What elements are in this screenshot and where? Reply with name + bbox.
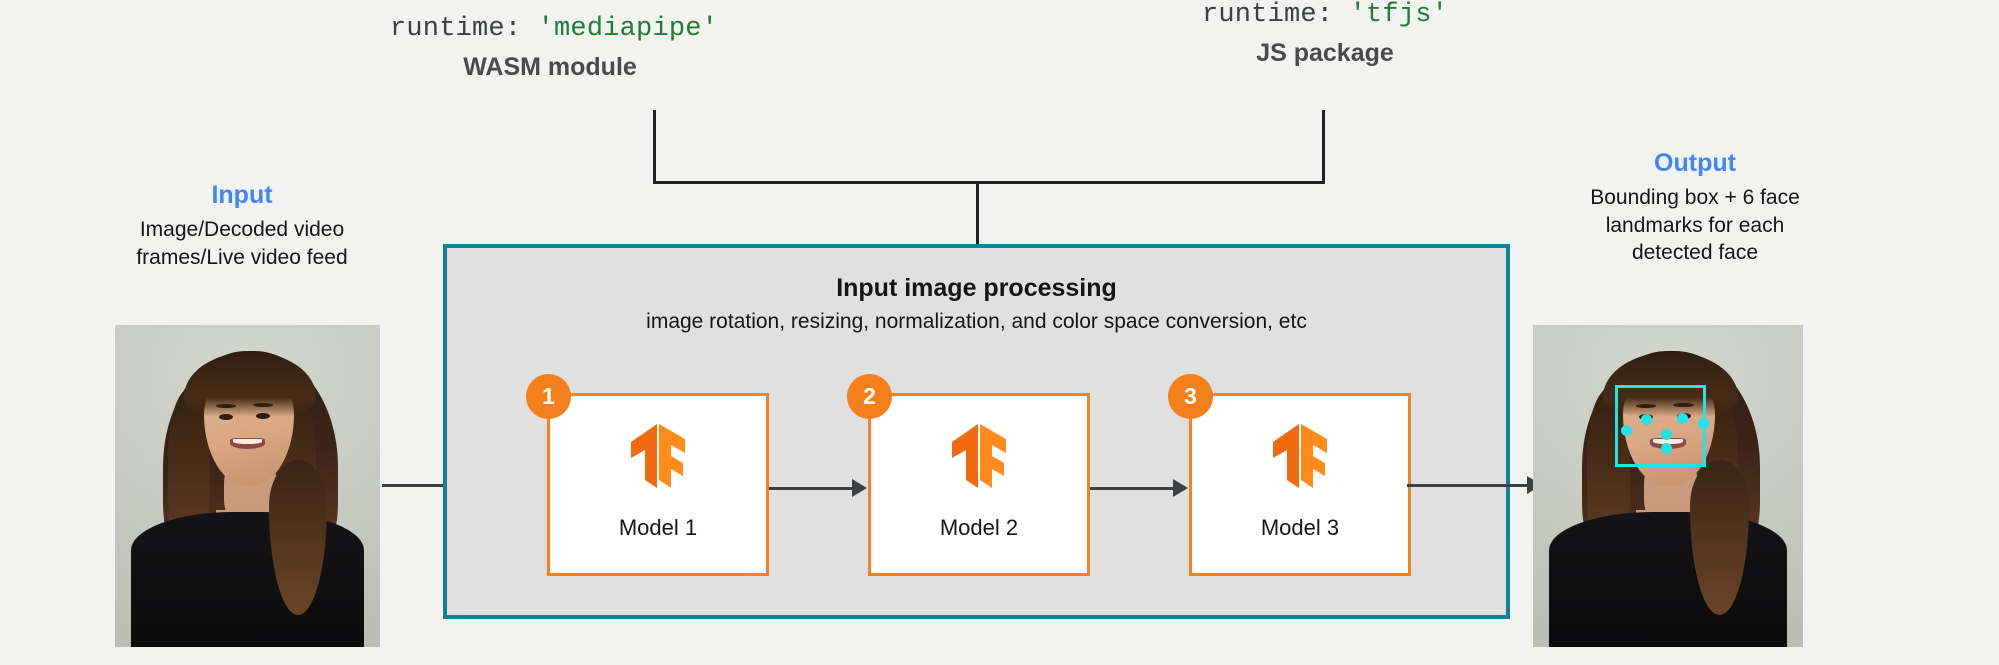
runtime-code-tfjs: runtime: 'tfjs' bbox=[1165, 0, 1485, 30]
model-badge-3: 3 bbox=[1168, 374, 1213, 419]
input-title: Input bbox=[211, 181, 273, 209]
input-photo bbox=[115, 325, 380, 647]
arrow-model1-to-model2-line bbox=[769, 487, 854, 490]
model-box-3[interactable]: Model 3 3 bbox=[1168, 374, 1411, 576]
landmark-eye-left bbox=[1641, 413, 1652, 425]
landmark-nose bbox=[1661, 429, 1673, 440]
model-box-1[interactable]: Model 1 1 bbox=[526, 374, 769, 576]
arrow-model1-to-model2-head bbox=[852, 479, 867, 497]
connector-vertical-left bbox=[653, 110, 656, 184]
eye-right bbox=[255, 412, 270, 419]
panel-title: Input image processing bbox=[836, 274, 1117, 302]
runtime-note-tfjs: runtime: 'tfjs' JS package bbox=[1165, 0, 1485, 68]
output-title: Output bbox=[1654, 149, 1736, 177]
input-label-block: Input Image/Decoded video frames/Live vi… bbox=[97, 180, 387, 271]
tensorflow-logo bbox=[631, 424, 685, 488]
landmark-ear-left bbox=[1620, 424, 1632, 436]
hair-front bbox=[183, 352, 317, 417]
panel-subtitle: image rotation, resizing, normalization,… bbox=[646, 310, 1307, 333]
teeth bbox=[232, 438, 263, 444]
output-description: Bounding box + 6 face landmarks for each… bbox=[1545, 184, 1845, 267]
output-photo bbox=[1533, 325, 1803, 647]
arrow-model2-to-model3-line bbox=[1090, 487, 1175, 490]
input-description-line2: frames/Live video feed bbox=[136, 245, 348, 269]
runtime-code-prefix: runtime: bbox=[1201, 0, 1350, 30]
output-label-block: Output Bounding box + 6 face landmarks f… bbox=[1545, 148, 1845, 267]
model-badge-2: 2 bbox=[847, 374, 892, 419]
tensorflow-logo bbox=[1273, 424, 1327, 488]
connector-horizontal bbox=[653, 181, 1325, 184]
arrow-panel-to-output-line bbox=[1407, 484, 1529, 487]
connector-vertical-drop bbox=[976, 181, 979, 246]
input-description: Image/Decoded video frames/Live video fe… bbox=[97, 216, 387, 271]
model-badge-1: 1 bbox=[526, 374, 571, 419]
shirt bbox=[1549, 511, 1787, 647]
runtime-code-prefix: runtime: bbox=[390, 14, 538, 44]
model-label-2: Model 2 bbox=[939, 515, 1019, 540]
processing-panel: Input image processing image rotation, r… bbox=[443, 244, 1510, 619]
eyebrow-right bbox=[1673, 402, 1694, 408]
landmark-eye-right bbox=[1677, 412, 1689, 424]
eyebrow-left bbox=[215, 403, 236, 409]
landmark-ear-right bbox=[1697, 418, 1709, 430]
eyebrow-right bbox=[252, 402, 273, 408]
teeth bbox=[1653, 438, 1683, 444]
input-description-line1: Image/Decoded video bbox=[139, 218, 345, 241]
runtime-code-value: 'mediapipe' bbox=[537, 14, 719, 44]
eyebrow-left bbox=[1635, 403, 1656, 409]
landmark-mouth bbox=[1661, 443, 1673, 455]
output-description-line1: Bounding box + 6 face bbox=[1590, 186, 1800, 209]
output-description-line3: detected face bbox=[1631, 241, 1759, 265]
tensorflow-logo bbox=[952, 424, 1006, 488]
runtime-note-mediapipe: runtime: 'mediapipe' WASM module bbox=[390, 14, 718, 82]
model-box-2[interactable]: Model 2 2 bbox=[847, 374, 1090, 576]
output-description-line2: landmarks for each bbox=[1605, 213, 1785, 237]
runtime-label-wasm: WASM module bbox=[463, 53, 637, 81]
eye-left bbox=[218, 413, 233, 420]
shirt bbox=[130, 511, 365, 647]
hair-front bbox=[1603, 352, 1739, 417]
connector-vertical-right bbox=[1322, 110, 1325, 184]
runtime-label-jspackage: JS package bbox=[1256, 39, 1394, 67]
model-label-3: Model 3 bbox=[1260, 515, 1340, 540]
runtime-code-value: 'tfjs' bbox=[1349, 0, 1449, 30]
model-label-1: Model 1 bbox=[618, 515, 698, 540]
arrow-model2-to-model3-head bbox=[1173, 479, 1188, 497]
runtime-code-mediapipe: runtime: 'mediapipe' bbox=[390, 14, 718, 44]
